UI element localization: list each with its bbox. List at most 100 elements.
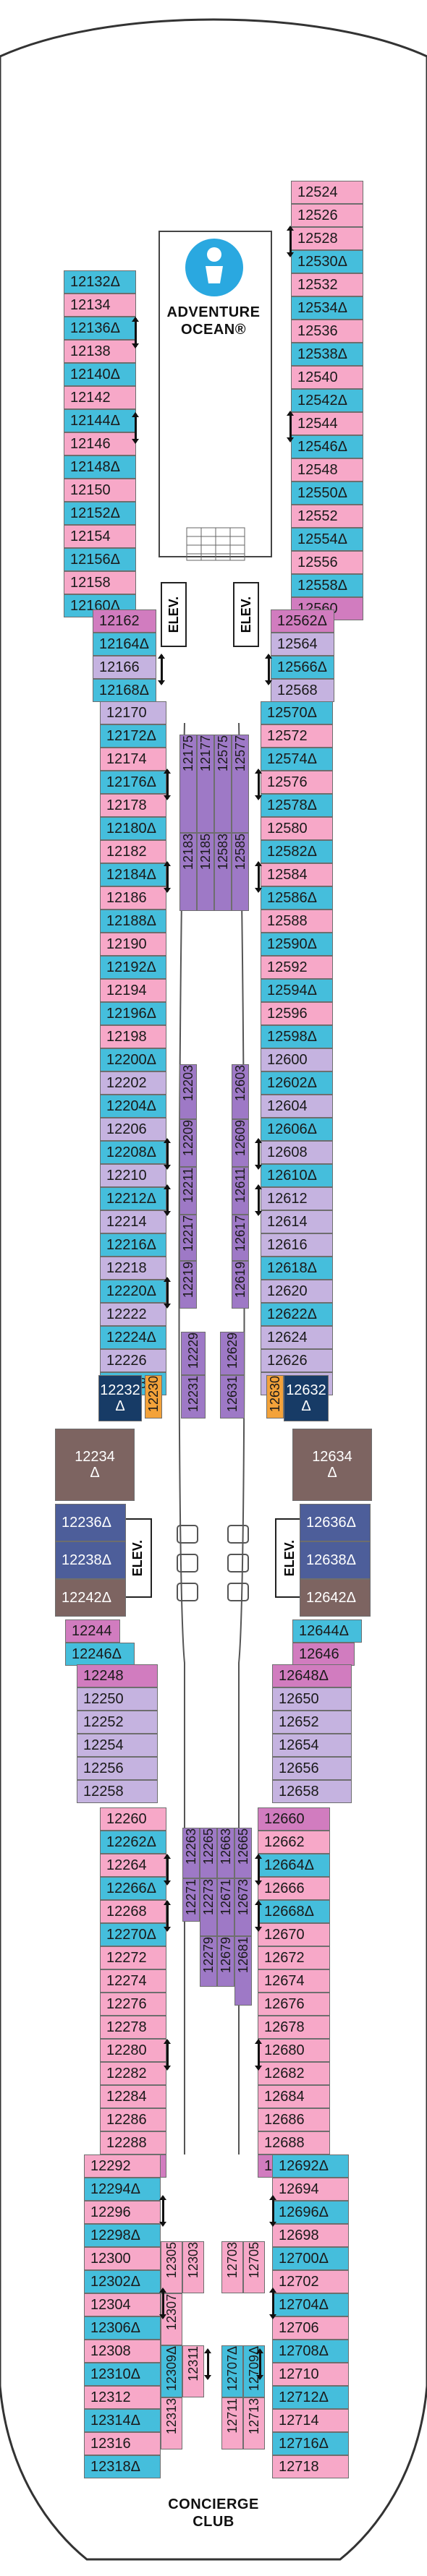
cabin-12526[interactable]: 12526 — [291, 204, 363, 227]
cabin-12144[interactable]: 12144Δ — [64, 409, 136, 432]
cabin-12271[interactable]: 12271 — [182, 1878, 200, 1922]
cabin-12582[interactable]: 12582Δ — [261, 840, 333, 863]
cabin-12672[interactable]: 12672 — [258, 1946, 330, 1969]
cabin-12686[interactable]: 12686 — [258, 2108, 330, 2131]
cabin-12308[interactable]: 12308 — [84, 2340, 161, 2363]
cabin-12270[interactable]: 12270Δ — [100, 1923, 166, 1946]
cabin-12622[interactable]: 12622Δ — [261, 1303, 333, 1326]
cabin-12222[interactable]: 12222 — [100, 1303, 166, 1326]
cabin-12229[interactable]: 12229 — [181, 1332, 206, 1375]
cabin-12682[interactable]: 12682 — [258, 2062, 330, 2085]
cabin-12707[interactable]: 12707Δ — [221, 2345, 243, 2397]
cabin-12566[interactable]: 12566Δ — [271, 656, 334, 679]
cabin-12580[interactable]: 12580 — [261, 817, 333, 840]
cabin-12266[interactable]: 12266Δ — [100, 1877, 166, 1900]
cabin-12546[interactable]: 12546Δ — [291, 435, 363, 458]
cabin-12214[interactable]: 12214 — [100, 1210, 166, 1233]
cabin-12631[interactable]: 12631 — [220, 1375, 245, 1418]
cabin-12638[interactable]: 12638Δ — [300, 1541, 371, 1579]
cabin-12272[interactable]: 12272 — [100, 1946, 166, 1969]
cabin-12260[interactable]: 12260 — [100, 1807, 166, 1831]
cabin-12562[interactable]: 12562Δ — [271, 609, 334, 633]
cabin-12619[interactable]: 12619 — [232, 1261, 249, 1309]
cabin-12712[interactable]: 12712Δ — [272, 2386, 349, 2409]
cabin-12646[interactable]: 12646 — [292, 1643, 355, 1666]
cabin-12656[interactable]: 12656 — [272, 1757, 352, 1780]
cabin-12528[interactable]: 12528 — [291, 227, 363, 250]
cabin-12575[interactable]: 12575 — [214, 735, 232, 833]
cabin-12276[interactable]: 12276 — [100, 1993, 166, 2016]
cabin-12176[interactable]: 12176Δ — [100, 771, 166, 794]
cabin-12644[interactable]: 12644Δ — [292, 1619, 362, 1643]
cabin-12650[interactable]: 12650 — [272, 1687, 352, 1711]
cabin-12673[interactable]: 12673 — [234, 1878, 252, 1936]
cabin-12286[interactable]: 12286 — [100, 2108, 166, 2131]
cabin-12594[interactable]: 12594Δ — [261, 979, 333, 1002]
cabin-12170[interactable]: 12170 — [100, 701, 166, 724]
cabin-12554[interactable]: 12554Δ — [291, 528, 363, 551]
cabin-12648[interactable]: 12648Δ — [272, 1664, 352, 1687]
cabin-12556[interactable]: 12556 — [291, 551, 363, 574]
cabin-12705[interactable]: 12705 — [243, 2241, 265, 2293]
cabin-12658[interactable]: 12658 — [272, 1780, 352, 1803]
cabin-12164[interactable]: 12164Δ — [93, 633, 156, 656]
cabin-12188[interactable]: 12188Δ — [100, 910, 166, 933]
cabin-12716[interactable]: 12716Δ — [272, 2432, 349, 2455]
cabin-12606[interactable]: 12606Δ — [261, 1118, 333, 1141]
cabin-12194[interactable]: 12194 — [100, 979, 166, 1002]
cabin-12618[interactable]: 12618Δ — [261, 1257, 333, 1280]
cabin-12577[interactable]: 12577 — [232, 735, 249, 833]
cabin-12284[interactable]: 12284 — [100, 2085, 166, 2108]
cabin-12310[interactable]: 12310Δ — [84, 2363, 161, 2386]
cabin-12602[interactable]: 12602Δ — [261, 1071, 333, 1095]
cabin-12603[interactable]: 12603 — [232, 1064, 249, 1119]
cabin-12314[interactable]: 12314Δ — [84, 2409, 161, 2432]
cabin-12296[interactable]: 12296 — [84, 2201, 161, 2224]
cabin-12311[interactable]: 12311 — [182, 2345, 204, 2397]
cabin-12185[interactable]: 12185 — [197, 833, 214, 911]
cabin-12694[interactable]: 12694 — [272, 2178, 349, 2201]
cabin-12309[interactable]: 12309Δ — [161, 2345, 182, 2397]
cabin-12306[interactable]: 12306Δ — [84, 2316, 161, 2340]
cabin-12175[interactable]: 12175 — [179, 735, 197, 833]
cabin-12134[interactable]: 12134 — [64, 294, 136, 317]
cabin-12592[interactable]: 12592 — [261, 956, 333, 979]
cabin-12676[interactable]: 12676 — [258, 1993, 330, 2016]
cabin-12713[interactable]: 12713 — [243, 2397, 265, 2449]
cabin-12600[interactable]: 12600 — [261, 1048, 333, 1071]
cabin-12550[interactable]: 12550Δ — [291, 482, 363, 505]
cabin-12183[interactable]: 12183 — [179, 833, 197, 911]
cabin-12681[interactable]: 12681 — [234, 1936, 252, 2006]
cabin-12206[interactable]: 12206 — [100, 1118, 166, 1141]
cabin-12178[interactable]: 12178 — [100, 794, 166, 817]
cabin-12680[interactable]: 12680 — [258, 2039, 330, 2062]
cabin-12700[interactable]: 12700Δ — [272, 2247, 349, 2270]
cabin-12524[interactable]: 12524 — [291, 181, 363, 204]
cabin-12132[interactable]: 12132Δ — [64, 270, 136, 294]
cabin-12660[interactable]: 12660 — [258, 1807, 330, 1831]
cabin-12642[interactable]: 12642Δ — [300, 1579, 371, 1617]
cabin-12574[interactable]: 12574Δ — [261, 748, 333, 771]
cabin-12146[interactable]: 12146 — [64, 432, 136, 455]
cabin-12576[interactable]: 12576 — [261, 771, 333, 794]
cabin-12530[interactable]: 12530Δ — [291, 250, 363, 273]
cabin-12168[interactable]: 12168Δ — [93, 679, 156, 702]
cabin-12140[interactable]: 12140Δ — [64, 363, 136, 386]
cabin-12211[interactable]: 12211 — [179, 1167, 197, 1215]
cabin-12219[interactable]: 12219 — [179, 1261, 197, 1309]
cabin-12548[interactable]: 12548 — [291, 458, 363, 482]
cabin-12564[interactable]: 12564 — [271, 633, 334, 656]
cabin-12711[interactable]: 12711 — [221, 2397, 243, 2449]
cabin-12611[interactable]: 12611 — [232, 1167, 249, 1215]
cabin-12252[interactable]: 12252 — [77, 1711, 158, 1734]
cabin-12626[interactable]: 12626 — [261, 1349, 333, 1372]
cabin-12620[interactable]: 12620 — [261, 1280, 333, 1303]
cabin-12256[interactable]: 12256 — [77, 1757, 158, 1780]
cabin-12190[interactable]: 12190 — [100, 933, 166, 956]
cabin-12203[interactable]: 12203 — [179, 1064, 197, 1119]
cabin-12312[interactable]: 12312 — [84, 2386, 161, 2409]
cabin-12617[interactable]: 12617 — [232, 1215, 249, 1261]
